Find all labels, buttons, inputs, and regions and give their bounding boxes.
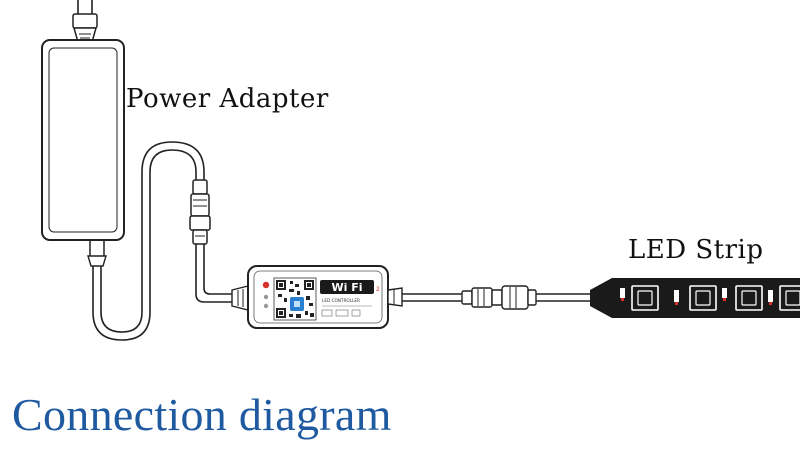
svg-text:2: 2 (376, 286, 380, 293)
qr-code-icon (273, 277, 317, 321)
controller-subtitle: LED CONTROLLER (322, 298, 360, 303)
strip-connector (461, 285, 590, 310)
power-adapter (41, 39, 125, 241)
dc-connector (189, 179, 211, 245)
wifi-badge-text: Wi Fi (331, 281, 362, 294)
controller-input-cable (195, 244, 249, 311)
diagram-title: Connection diagram (12, 389, 392, 440)
adapter-top-cable (72, 0, 98, 43)
led-strip-label: LED Strip (628, 235, 764, 265)
controller-output-cable (387, 287, 462, 307)
power-adapter-label: Power Adapter (126, 84, 329, 114)
indicator-led-icon (262, 281, 270, 289)
adapter-output-cable (87, 141, 205, 341)
led-strip (590, 278, 800, 318)
wifi-badge (320, 280, 374, 294)
wifi-led-controller: Wi Fi 2 LED CONTROLLER (247, 265, 389, 329)
